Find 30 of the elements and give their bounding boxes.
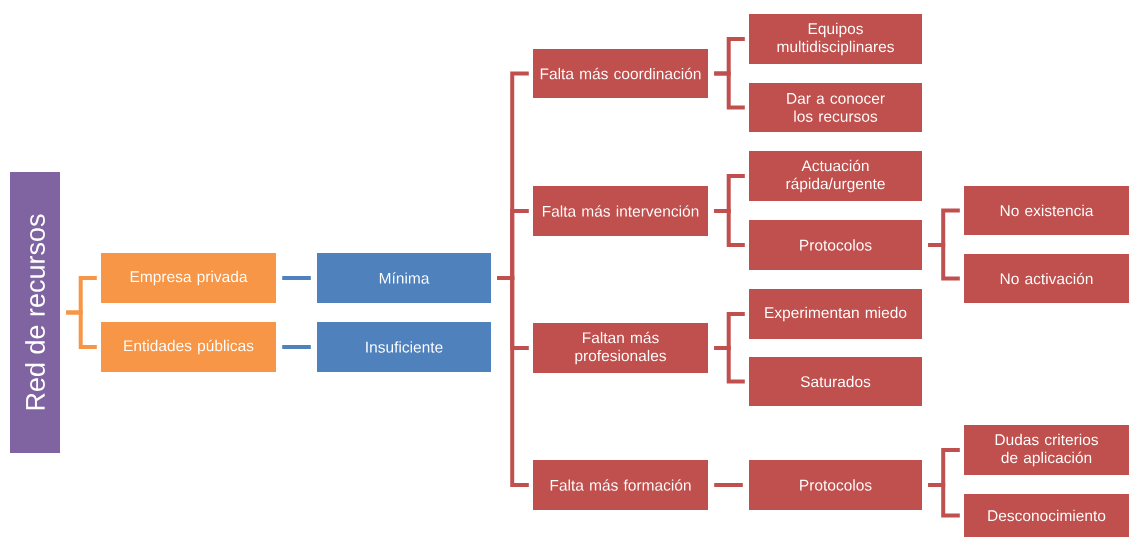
label-box: Desconocimiento [964, 494, 1129, 537]
label-box: Empresa privada [101, 253, 276, 303]
label-box: Experimentan miedo [749, 289, 922, 339]
label-box: Insuficiente [317, 322, 491, 372]
label-box: Falta más coordinación [533, 49, 708, 98]
label-box: Falta más intervención [533, 186, 708, 236]
label-box: Entidades públicas [101, 322, 276, 372]
connector-line [928, 483, 960, 518]
connector-line [66, 310, 97, 349]
label-box: Dudas criterios de aplicación [964, 425, 1129, 475]
connector-line [714, 346, 745, 384]
label-box: Protocolos [749, 220, 922, 270]
title-bar: Red de recursos [10, 172, 60, 453]
connector-line [497, 276, 529, 487]
label-box: Protocolos [749, 460, 922, 510]
label-box: Dar a conocer los recursos [749, 83, 922, 132]
label-box: Mínima [317, 253, 491, 303]
connector-line [714, 71, 745, 110]
label-box: No existencia [964, 186, 1129, 235]
label-box: Falta más formación [533, 460, 708, 510]
connector-line [714, 209, 745, 247]
label-box: Actuación rápida/urgente [749, 151, 922, 201]
label-box: Faltan más profesionales [533, 323, 708, 373]
connector-line [282, 345, 311, 349]
connector-line [282, 276, 311, 280]
label-box: No activación [964, 254, 1129, 303]
label-box: Saturados [749, 357, 922, 406]
connector-line [928, 243, 960, 281]
label-box: Equipos multidisciplinares [749, 14, 922, 64]
connector-line [714, 483, 743, 487]
